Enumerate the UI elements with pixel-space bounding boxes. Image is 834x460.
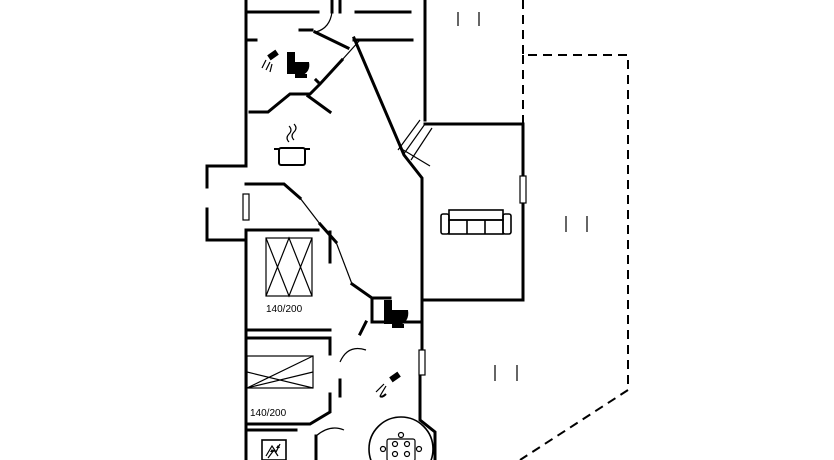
windows bbox=[242, 175, 527, 376]
interior-walls bbox=[244, 0, 433, 460]
bed-1-size-label: 140/200 bbox=[266, 304, 303, 315]
cooking-pot-icon bbox=[274, 123, 310, 166]
bed-1: 140/200 bbox=[265, 236, 313, 315]
shower-icon bbox=[375, 371, 401, 398]
terrace-deck-marks bbox=[457, 12, 588, 381]
door-swings bbox=[299, 11, 367, 437]
bed-2: 140/200 bbox=[246, 355, 314, 419]
terrace-outline bbox=[519, 0, 629, 460]
toilet-icon bbox=[287, 52, 310, 78]
sauna-icon bbox=[261, 439, 287, 460]
sofa-icon bbox=[440, 209, 512, 235]
shower-icon bbox=[261, 49, 279, 73]
dining-table-icon bbox=[368, 416, 434, 460]
toilet-icon bbox=[384, 300, 409, 328]
bed-2-size-label: 140/200 bbox=[250, 408, 287, 419]
